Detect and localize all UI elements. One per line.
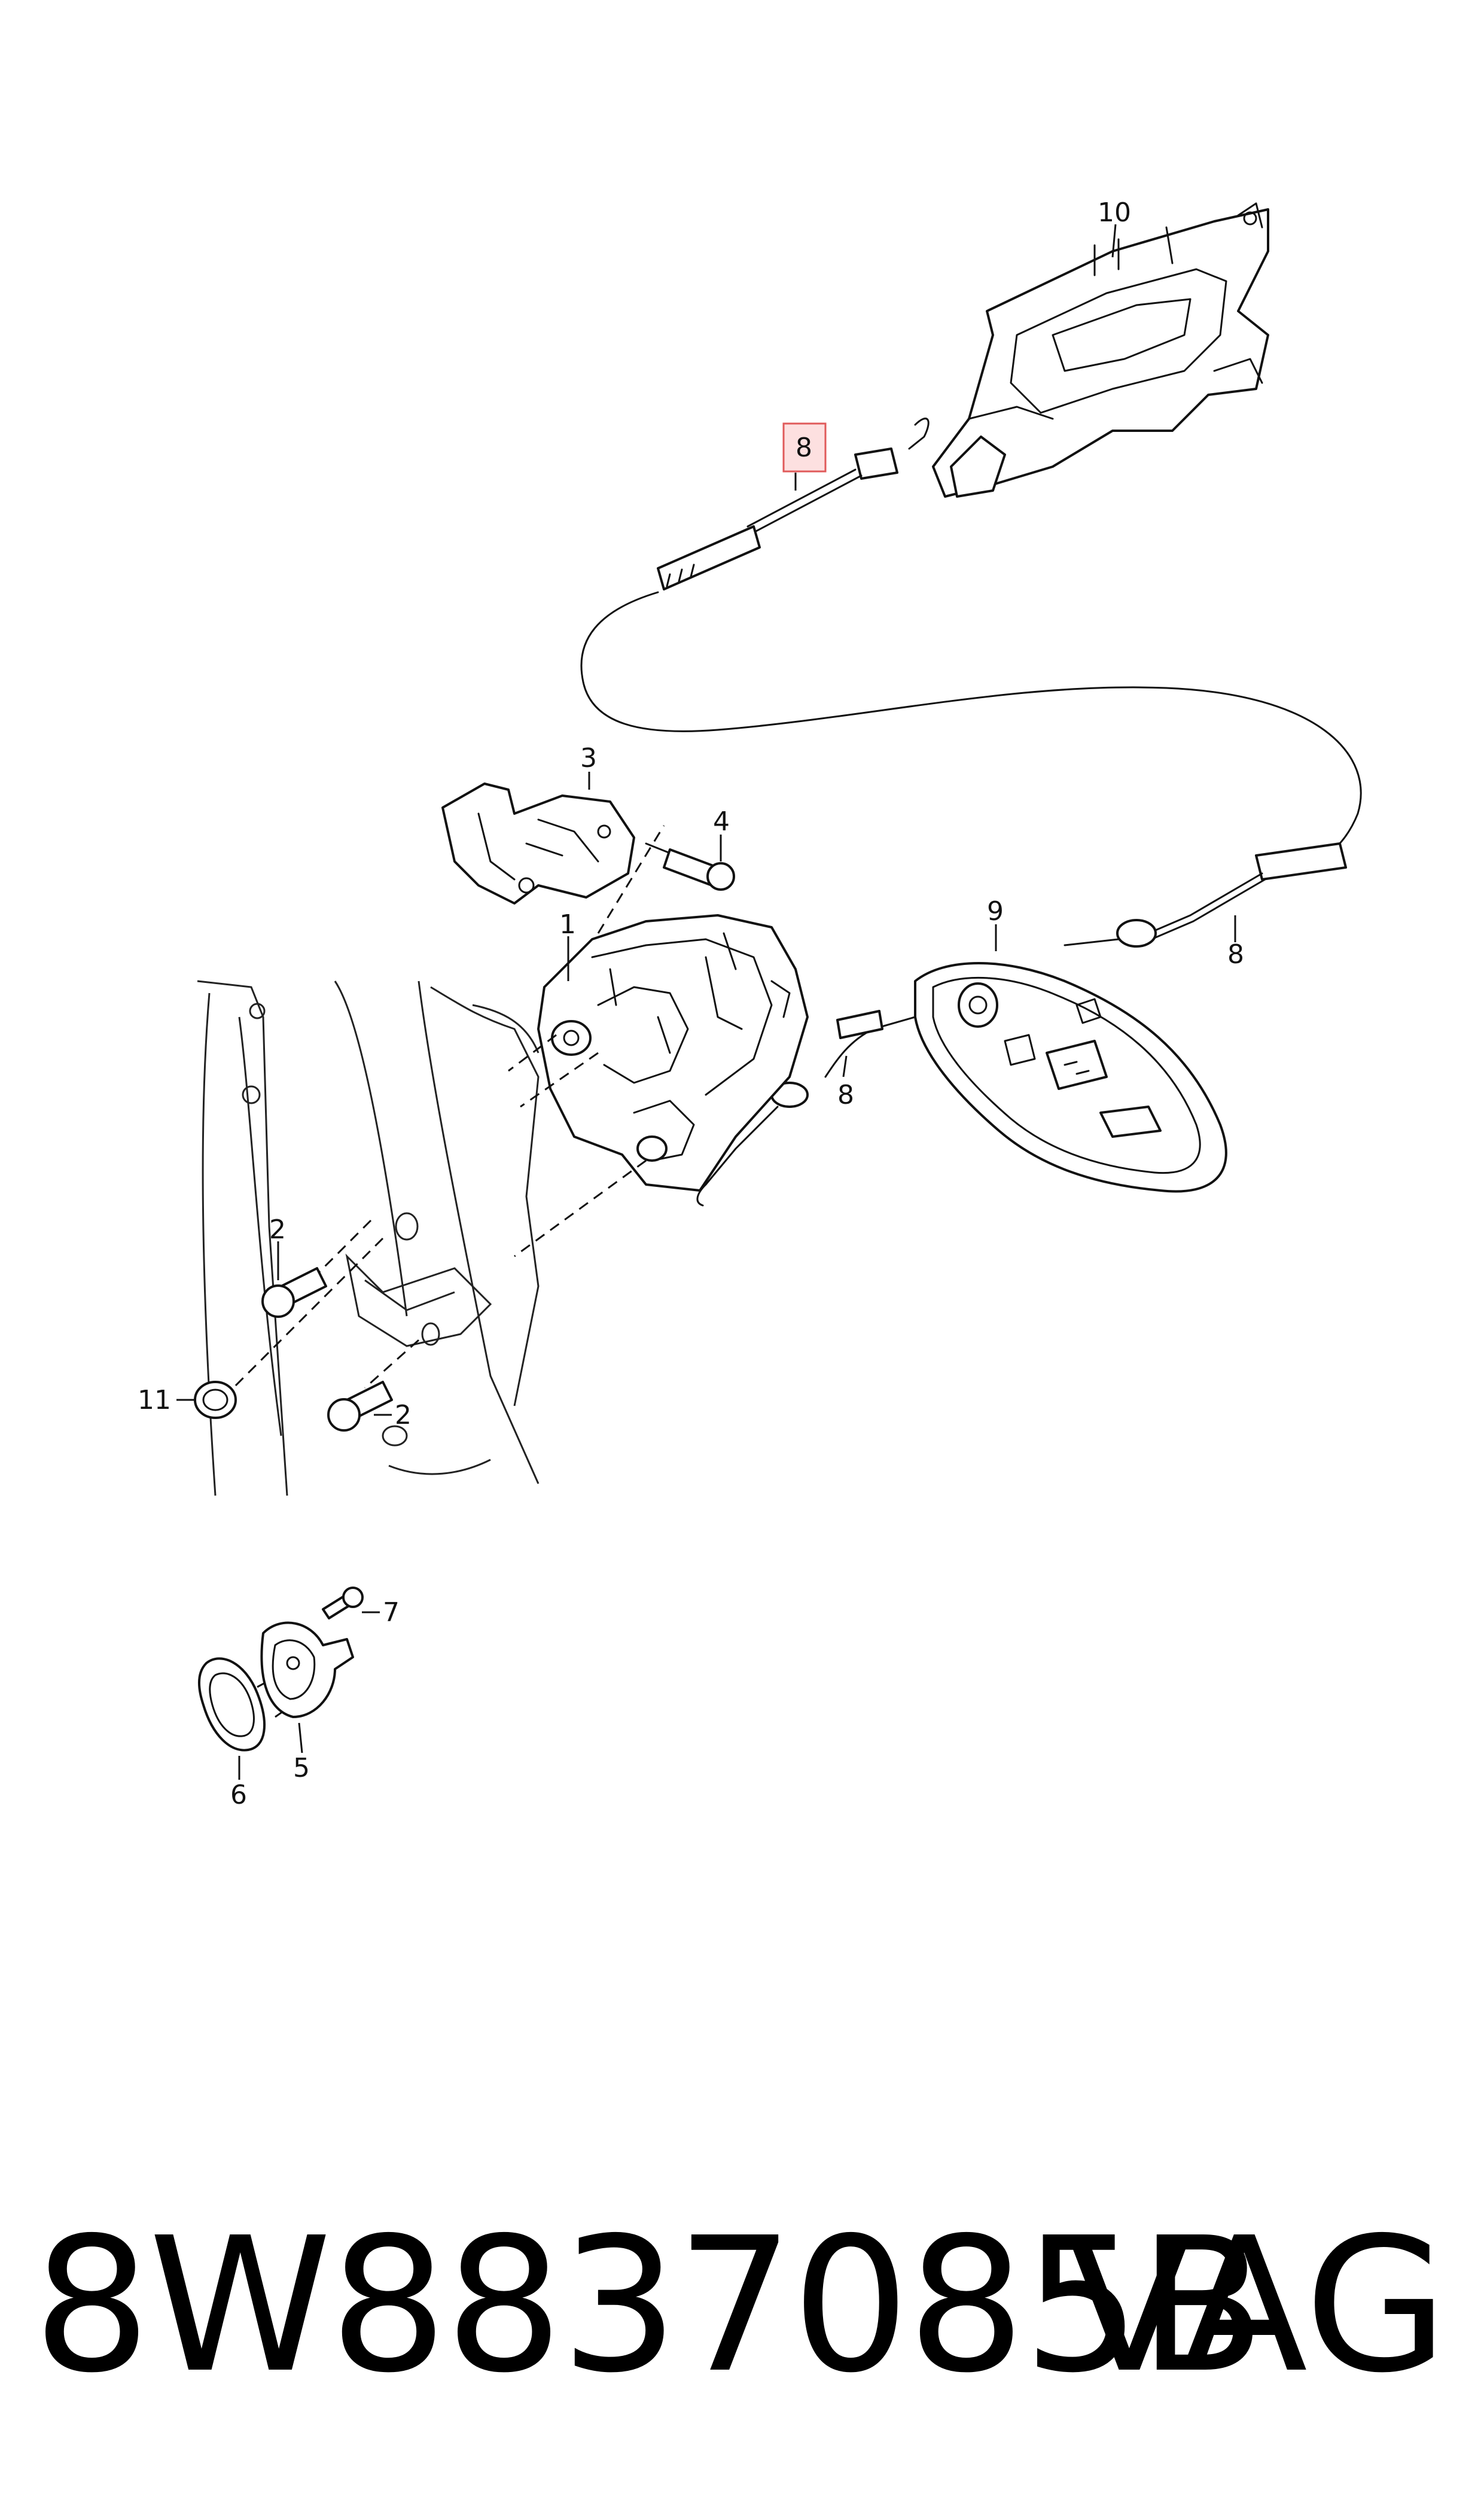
- handle-escutcheon: [914, 962, 1227, 1193]
- callout-4: 4: [713, 806, 730, 837]
- callout-labels: 10 8 3 4 1 9 8 8 2 2 11 7 5 6: [138, 197, 1244, 1810]
- callout-8-lower: 8: [837, 1080, 854, 1110]
- shim-plate: [198, 1657, 266, 1752]
- leader-lines: [176, 224, 1236, 1780]
- callout-9: 9: [987, 896, 1004, 927]
- striker-plate: [260, 1621, 354, 1718]
- callout-2-upper: 2: [269, 1214, 286, 1245]
- callout-11: 11: [138, 1385, 171, 1415]
- door-lock-mechanism: [537, 914, 809, 1192]
- screw-7: [322, 1587, 364, 1619]
- callout-10: 10: [1098, 197, 1131, 228]
- latch-cover: [441, 783, 635, 905]
- part-number: 8W8837085B: [33, 2198, 1266, 2414]
- highlight-box-8: [782, 422, 827, 473]
- screw-2-upper: [261, 1267, 327, 1318]
- callout-1: 1: [559, 909, 576, 940]
- callout-7: 7: [383, 1597, 400, 1628]
- screw-4: [645, 842, 735, 891]
- brand-label: VAG: [1065, 2198, 1448, 2414]
- door-body-outline: [197, 980, 540, 1496]
- callout-3: 3: [580, 743, 597, 774]
- exploded-parts-diagram: 10 8 3 4 1 9 8 8 2 2 11 7 5 6: [138, 197, 1362, 1810]
- callout-6: 6: [230, 1780, 247, 1810]
- assembly-guide-lines: [226, 825, 665, 1718]
- callout-2-lower: 2: [395, 1400, 412, 1430]
- callout-8-highlight: 8: [796, 433, 812, 463]
- inner-handle-housing: [932, 202, 1269, 498]
- callout-5: 5: [293, 1753, 310, 1783]
- bowden-cable: [580, 418, 1362, 1207]
- callout-8-upper: 8: [1227, 939, 1244, 970]
- screw-2-lower: [327, 1381, 393, 1432]
- plug-11: [194, 1381, 237, 1419]
